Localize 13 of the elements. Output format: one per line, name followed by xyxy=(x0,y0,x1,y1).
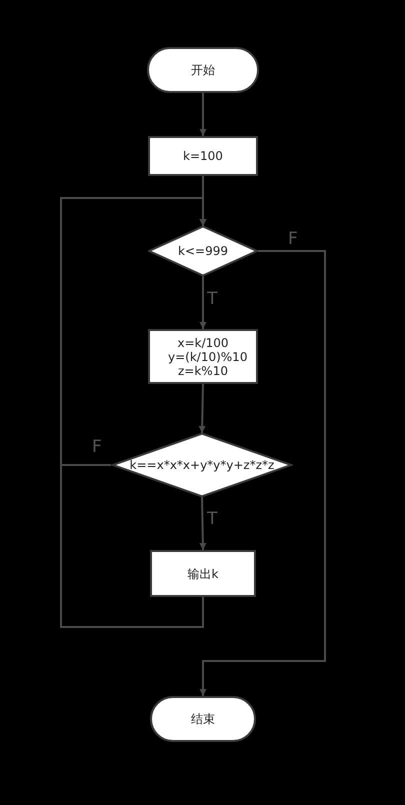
process-box: k=100 xyxy=(148,136,258,176)
terminal-pill: 结束 xyxy=(150,696,256,742)
decision-diamond: k<=999 xyxy=(148,226,258,276)
arrow xyxy=(198,384,206,434)
arrow xyxy=(199,496,206,550)
arrow xyxy=(60,197,206,628)
process-box: x=k/100 y=(k/10)%10 z=k%10 xyxy=(148,329,258,384)
terminal-pill: 开始 xyxy=(147,47,259,93)
arrow xyxy=(200,276,206,329)
arrow xyxy=(200,250,326,696)
process-box: 输出k xyxy=(150,550,256,597)
decision-diamond: k==x*x*x+y*y*y+z*z*z xyxy=(111,433,293,497)
arrow xyxy=(200,93,206,136)
